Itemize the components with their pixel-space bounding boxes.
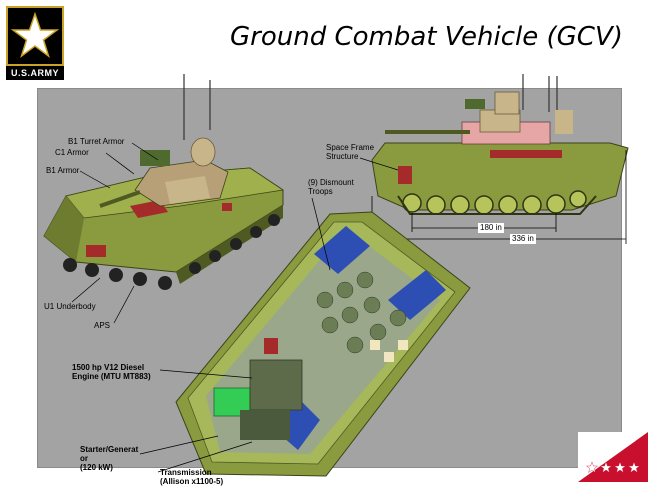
dimension-lines <box>371 150 627 244</box>
label-transmission: Transmission (Allison x1100-5) <box>160 468 224 486</box>
label-aps: APS <box>94 321 111 330</box>
label-u1-underbody: U1 Underbody <box>44 302 96 311</box>
label-starter-generator: Starter/Generat or (120 kW) <box>80 445 139 472</box>
label-b1-armor: B1 Armor <box>46 166 80 175</box>
label-engine: 1500 hp V12 Diesel Engine (MTU MT883) <box>72 363 151 381</box>
dim-overall-length: 336 in <box>510 234 536 244</box>
vehicle-side-view <box>371 91 629 215</box>
page-title: Ground Combat Vehicle (GCV) <box>230 22 623 52</box>
antennas <box>183 74 558 140</box>
callout-leaders <box>71 142 399 473</box>
vehicle-3q-view <box>43 137 285 290</box>
label-c1-armor: C1 Armor <box>55 148 89 157</box>
army-star-emblem <box>6 6 64 66</box>
dim-track-length: 180 in <box>478 223 504 233</box>
command-flag <box>578 432 648 482</box>
label-b1-turret-armor: B1 Turret Armor <box>68 137 125 146</box>
logo-wordmark: U.S.ARMY <box>6 66 64 80</box>
flag-icon <box>578 432 648 482</box>
label-space-frame: Space Frame Structure <box>326 143 375 161</box>
us-army-logo: U.S.ARMY <box>6 6 64 80</box>
vehicle-cutaway-view <box>175 211 471 477</box>
label-dismount-troops: (9) Dismount Troops <box>308 178 354 196</box>
star-icon <box>10 11 60 58</box>
